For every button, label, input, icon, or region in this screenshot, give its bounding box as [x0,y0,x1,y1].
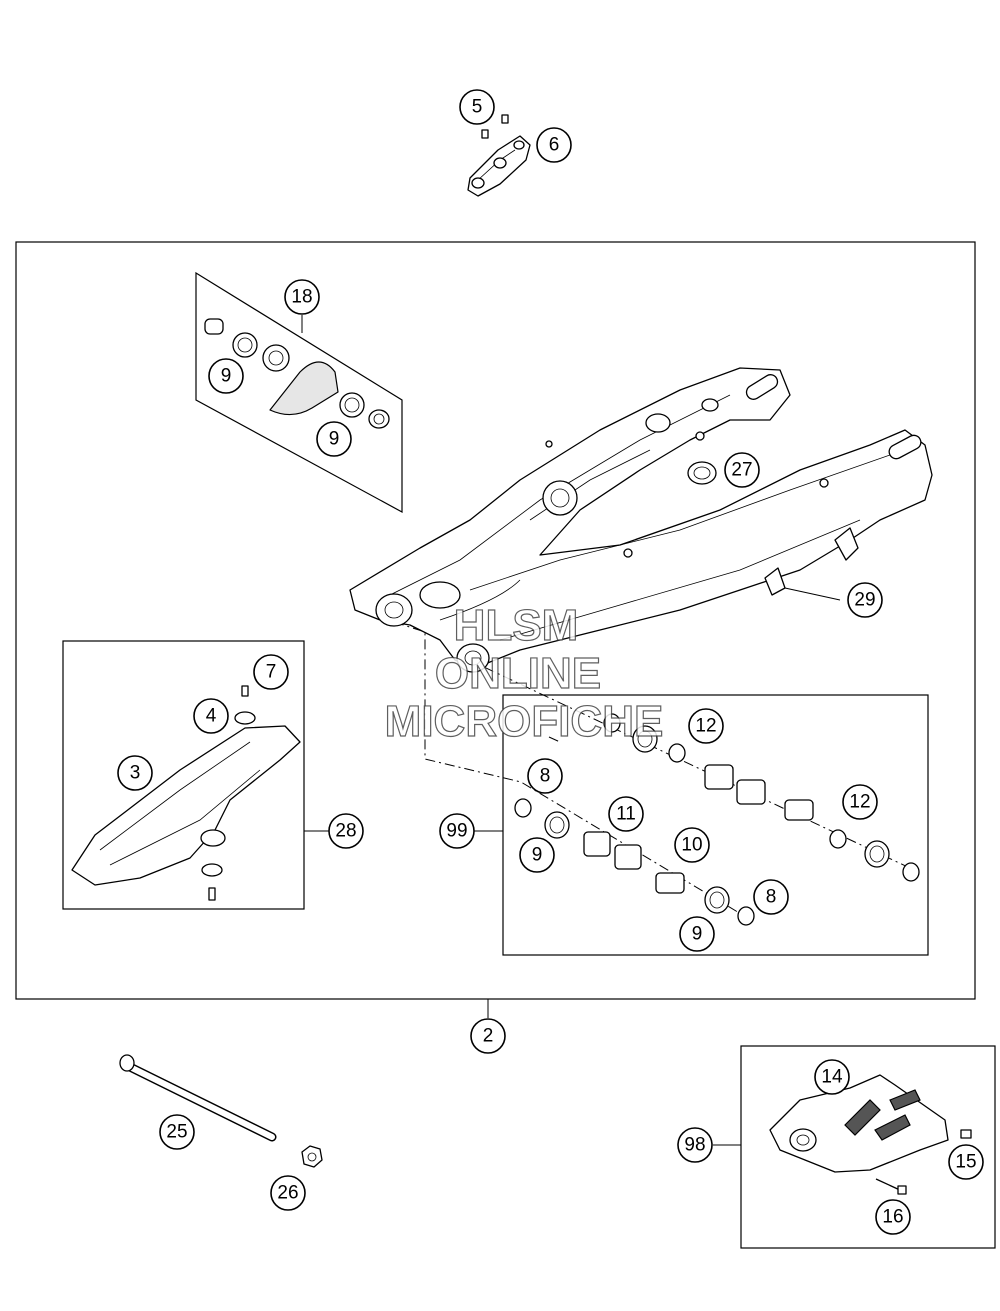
callout-2[interactable]: 2 [470,1018,506,1054]
callout-8-right-label: 8 [766,887,777,908]
callout-14[interactable]: 14 [814,1059,850,1095]
part-27-clip [687,461,717,485]
callout-10-label: 10 [681,835,702,856]
callout-27-label: 27 [731,460,752,481]
callout-26[interactable]: 26 [270,1175,306,1211]
callout-9-bearing-left-label: 9 [532,845,543,866]
callout-18-label: 18 [291,287,312,308]
callout-16-label: 16 [882,1207,903,1228]
callout-98-label: 98 [684,1135,705,1156]
callout-9-bearing-right-label: 9 [692,924,703,945]
pivot-kit-parts [204,318,390,429]
callout-29[interactable]: 29 [847,582,883,618]
callout-8-left[interactable]: 8 [527,758,563,794]
callout-3-label: 3 [130,763,141,784]
callout-27[interactable]: 27 [724,452,760,488]
watermark-line-2: ONLINE [435,649,601,698]
callout-25[interactable]: 25 [159,1114,195,1150]
callout-4[interactable]: 4 [193,698,229,734]
callout-2-label: 2 [483,1026,494,1047]
callout-99[interactable]: 99 [439,813,475,849]
part-6-chain-guide-insert [467,114,531,197]
callout-9-pivot-right-label: 9 [329,429,340,450]
callout-15-label: 15 [955,1152,976,1173]
callout-18[interactable]: 18 [284,279,320,315]
callout-3[interactable]: 3 [117,755,153,791]
callout-8-left-label: 8 [540,766,551,787]
bearing-kit-frame [502,694,929,956]
chain-slider-kit-frame [62,640,305,910]
callout-9-bearing-right[interactable]: 9 [679,916,715,952]
swingarm-body [349,367,933,673]
callout-11[interactable]: 11 [608,796,644,832]
bearing-kit-parts [514,713,920,926]
callout-9-bearing-left[interactable]: 9 [519,837,555,873]
callout-98[interactable]: 98 [677,1127,713,1163]
callout-29-label: 29 [854,590,875,611]
callout-6[interactable]: 6 [536,127,572,163]
swingarm-assembly-frame [15,241,976,1000]
chain-slider-kit-parts [71,685,301,901]
callout-12-top-label: 12 [695,716,716,737]
pivot-kit-frame [195,271,403,514]
callout-12-right[interactable]: 12 [842,784,878,820]
callout-9-pivot-left-label: 9 [221,366,232,387]
callout-9-pivot-right[interactable]: 9 [316,421,352,457]
chain-guide-kit-frame [740,1045,996,1249]
callout-11-label: 11 [616,804,636,825]
watermark: HLSM ONLINE MICROFICHE [384,600,664,746]
callout-16[interactable]: 16 [875,1199,911,1235]
chain-guide-kit-parts [769,1074,972,1195]
callout-28-label: 28 [335,821,356,842]
callout-99-label: 99 [446,821,467,842]
axle-nut [301,1145,323,1168]
watermark-line-3: MICROFICHE [385,697,664,746]
watermark-line-1: HLSM [454,601,579,650]
callout-4-label: 4 [206,706,217,727]
callout-15[interactable]: 15 [948,1144,984,1180]
callout-9-pivot-left[interactable]: 9 [208,358,244,394]
assembly-axis-lines [393,621,913,918]
callout-5-label: 5 [472,97,483,118]
callout-14-label: 14 [821,1067,843,1088]
callout-25-label: 25 [166,1122,187,1143]
callout-8-right[interactable]: 8 [753,879,789,915]
callout-5[interactable]: 5 [459,89,495,125]
callout-10[interactable]: 10 [674,827,710,863]
callout-7[interactable]: 7 [253,654,289,690]
callout-28[interactable]: 28 [328,813,364,849]
callout-7-label: 7 [266,662,277,683]
callout-12-top[interactable]: 12 [688,708,724,744]
callout-12-right-label: 12 [849,792,870,813]
callout-26-label: 26 [277,1183,298,1204]
callout-6-label: 6 [549,135,560,156]
swingarm-axle [119,1054,277,1142]
